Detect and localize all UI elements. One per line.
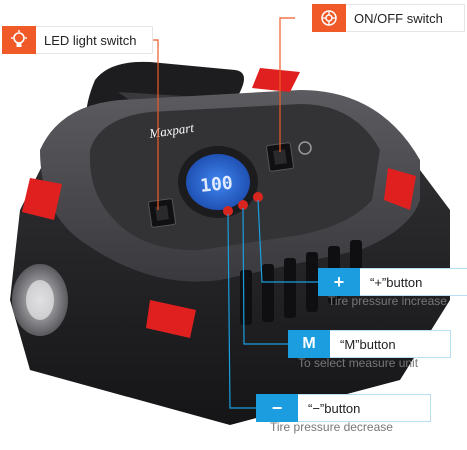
led-switch-callout: LED light switch bbox=[2, 26, 153, 54]
minus-button-device[interactable] bbox=[223, 206, 233, 216]
lcd-reading: 100 bbox=[199, 173, 234, 197]
m-symbol: M bbox=[288, 330, 330, 358]
m-button-description: To select measure unit bbox=[298, 356, 419, 370]
minus-icon: − bbox=[256, 394, 298, 422]
plus-button-device[interactable] bbox=[253, 192, 263, 202]
brand-logo: Maxpart bbox=[147, 120, 195, 141]
m-button-callout: M “M”button bbox=[288, 330, 451, 358]
plus-button-callout: + “+”button bbox=[318, 268, 467, 296]
minus-button-callout: − “−”button bbox=[256, 394, 431, 422]
m-button-label: “M”button bbox=[330, 330, 451, 358]
onoff-switch-label: ON/OFF switch bbox=[346, 4, 465, 32]
led-switch-label: LED light switch bbox=[36, 26, 153, 54]
minus-button-description: Tire pressure decrease bbox=[270, 420, 393, 434]
red-accent-right bbox=[384, 168, 416, 210]
power-gear-icon bbox=[312, 4, 346, 32]
light-bulb-icon bbox=[2, 26, 36, 54]
plus-button-label: “+”button bbox=[360, 268, 467, 296]
minus-button-label: “−”button bbox=[298, 394, 431, 422]
vents bbox=[240, 240, 362, 325]
leader-lines bbox=[140, 17, 318, 409]
red-accent-front bbox=[146, 300, 196, 338]
m-button-device[interactable] bbox=[238, 200, 248, 210]
lcd-display bbox=[186, 154, 250, 210]
red-accent-left bbox=[22, 178, 62, 220]
red-accent-top bbox=[252, 68, 300, 92]
onoff-switch-callout: ON/OFF switch bbox=[312, 4, 465, 32]
plus-button-description: Tire pressure increase bbox=[328, 294, 447, 308]
plus-icon: + bbox=[318, 268, 360, 296]
